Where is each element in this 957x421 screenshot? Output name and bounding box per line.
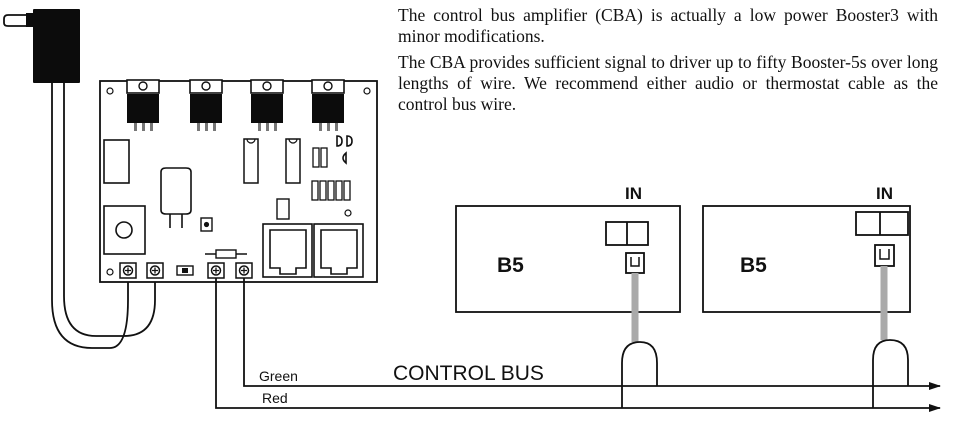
drop-cable-2 [872, 266, 909, 408]
power-adapter [3, 9, 80, 83]
bus-terminals [207, 262, 253, 279]
transformer [160, 167, 192, 228]
booster-5-unit-2: B5 IN [702, 184, 911, 313]
led-indicator [200, 217, 213, 232]
booster-input-label: IN [876, 184, 893, 203]
red-wire [215, 278, 941, 412]
description-paragraph-2: The CBA provides sufficient signal to dr… [398, 52, 938, 114]
booster-input-label: IN [625, 184, 642, 203]
diodes [336, 135, 353, 165]
regulator-3 [250, 79, 284, 131]
ic-chip-2 [285, 138, 301, 184]
regulator-1 [126, 79, 160, 131]
power-terminals [119, 262, 164, 279]
cba-circuit-board [99, 79, 378, 283]
red-wire-label: Red [262, 390, 288, 406]
booster-label: B5 [740, 254, 767, 277]
description-paragraph-1: The control bus amplifier (CBA) is actua… [398, 5, 938, 46]
rj-jack-2 [313, 223, 364, 278]
green-wire-label: Green [259, 368, 298, 384]
green-wire [243, 278, 941, 390]
potentiometer [103, 205, 146, 255]
regulator-4 [311, 79, 345, 131]
power-cable [51, 83, 156, 349]
fuse [205, 249, 247, 259]
drop-cable-1 [621, 273, 658, 408]
fuse-holder [176, 265, 194, 276]
control-bus-title: CONTROL BUS [393, 362, 544, 385]
regulator-2 [189, 79, 223, 131]
ic-chip-1 [243, 138, 259, 184]
booster-label: B5 [497, 254, 524, 277]
control-bus-wires [215, 278, 941, 412]
board-component-left [103, 139, 130, 184]
resistors [311, 147, 351, 201]
booster-5-unit-1: B5 IN [455, 184, 681, 313]
board-component-small [276, 198, 290, 220]
rj-jack-1 [262, 223, 313, 278]
